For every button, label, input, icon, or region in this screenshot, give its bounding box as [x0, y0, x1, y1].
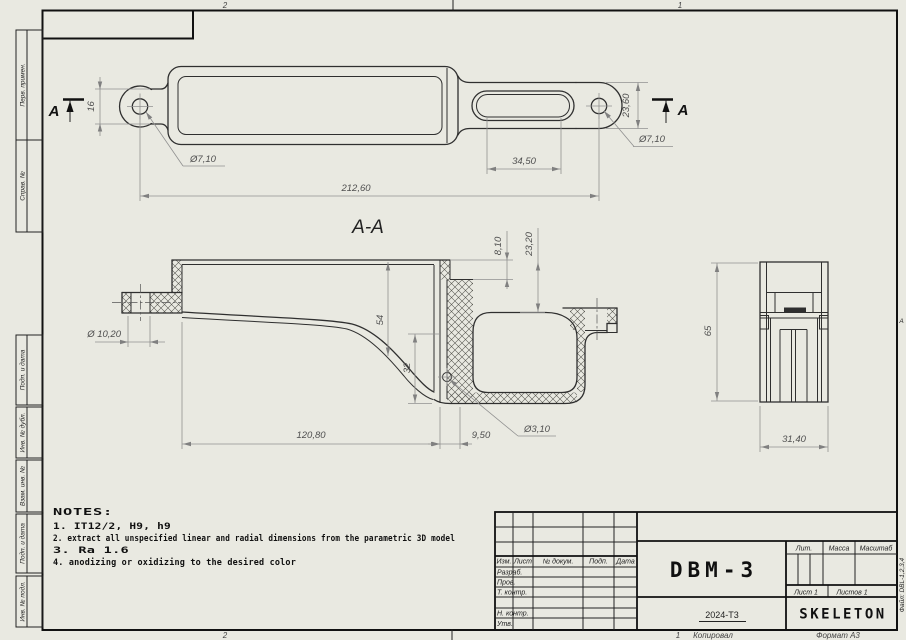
- margin-box-podp-data-1: Подп. и дата: [15, 334, 44, 406]
- dim-hole-left: Ø7,10: [189, 154, 217, 165]
- dim-boss-hole: Ø 10,20: [86, 329, 122, 340]
- dim-step-810: 8,10: [493, 236, 504, 255]
- section-letter-left: A: [48, 103, 60, 120]
- dim-length-212: 212,60: [340, 183, 371, 194]
- section-view: A-A: [112, 217, 618, 405]
- title-block: Изм. Лист № докум. Подп. Дата Разраб. Пр…: [494, 511, 898, 631]
- margin-label: Взам. инв. №: [20, 466, 27, 506]
- dim-strip-16: 16: [86, 101, 97, 112]
- section-mark-left: A: [48, 98, 84, 122]
- top-view: [118, 65, 623, 146]
- zone-bottom-right: 1: [676, 631, 680, 640]
- top-view-dimensions: 16 212,60 34,50 23,60 Ø7,10 Ø7,10: [48, 77, 689, 201]
- tb-row-tkontr: Т. контр.: [497, 590, 527, 597]
- zone-bottom-left: 2: [222, 631, 228, 640]
- tb-lit: Лит.: [795, 546, 812, 553]
- section-letter-right: A: [677, 102, 689, 119]
- margin-label: Подп. и дата: [19, 523, 27, 564]
- dim-height-2360: 23,60: [621, 93, 632, 118]
- tb-col-podp: Подп.: [589, 558, 608, 566]
- margin-box-sprav-no: Справ. №: [15, 139, 44, 233]
- section-mark-right: A: [652, 98, 689, 123]
- margin-box-inv-podl: Инв. № подл.: [15, 575, 44, 628]
- tb-col-izm: Изм.: [497, 559, 512, 566]
- margin-label: Справ. №: [20, 171, 27, 201]
- tb-sheet: Лист 1: [793, 590, 818, 597]
- notes-item-3: 3. Ra 1.6: [53, 546, 129, 556]
- dim-side-65: 65: [703, 325, 714, 336]
- footer-format: Формат А3: [816, 631, 860, 640]
- sheet-frame: 2 1 2 1 A Копировал Формат А3: [41, 0, 904, 640]
- side-view-dimensions: 65 31,40: [703, 262, 829, 452]
- file-note-label: Файл: DBL-1,2,3,4: [898, 557, 906, 612]
- section-title: A-A: [351, 217, 384, 238]
- section-dimensions: Ø 10,20 120,80 9,50 Ø3,10 32 54: [86, 228, 556, 449]
- notes-title: NOTES:: [53, 507, 113, 518]
- dim-wall-950: 9,50: [472, 430, 491, 441]
- notes-item-2: 2. extract all unspecified linear and ra…: [53, 533, 455, 544]
- margin-box-perv-primen: Перв. примен.: [15, 29, 44, 141]
- dim-small-hole: Ø3,10: [523, 424, 551, 435]
- tb-row-nkontr: Н. контр.: [497, 611, 529, 618]
- dim-web-12080: 120,80: [296, 430, 326, 441]
- hole-crosshairs: [127, 93, 612, 120]
- dim-h54: 54: [375, 315, 386, 326]
- dim-pocket-2320: 23,20: [524, 231, 535, 256]
- tb-doc-code: 2024-T3: [705, 610, 739, 620]
- zone-top-left: 2: [222, 1, 228, 10]
- tb-col-data: Дата: [615, 559, 635, 566]
- margin-box-inv-dubl: Инв. № дубл.: [15, 406, 44, 459]
- tb-row-utv: Утв.: [496, 621, 513, 628]
- notes-item-4: 4. anodizing or oxidizing to the desired…: [53, 557, 296, 568]
- zone-top-right: 1: [678, 1, 682, 10]
- frame-row-letter: A: [898, 318, 903, 325]
- tb-mass: Масса: [829, 546, 850, 553]
- tb-col-docum: № докум.: [543, 558, 574, 566]
- side-view: [759, 261, 829, 403]
- margin-box-podp-data-2: Подп. и дата: [15, 513, 44, 574]
- left-margin-boxes: Перв. примен. Справ. № Подп. и дата Инв.…: [15, 29, 906, 628]
- footer-copied: Копировал: [693, 631, 733, 640]
- margin-label: Подп. и дата: [19, 349, 27, 390]
- dim-slot-3450: 34,50: [512, 156, 536, 167]
- dim-side-3140: 31,40: [782, 434, 806, 445]
- notes-item-1: 1. IT12/2, H9, h9: [53, 522, 171, 532]
- tb-sheets: Листов 1: [835, 590, 867, 597]
- margin-box-vzam-inv: Взам. инв. №: [15, 459, 44, 513]
- dim-hole-right: Ø7,10: [638, 134, 666, 145]
- tb-scale: Масштаб: [860, 545, 894, 553]
- tb-company-logo: SKELETON: [799, 607, 886, 623]
- notes-block: NOTES: 1. IT12/2, H9, h9 2. extract all …: [53, 507, 455, 568]
- tb-part-number: DBM-3: [670, 558, 758, 582]
- margin-label: Перв. примен.: [20, 63, 27, 106]
- tb-col-list: Лист: [513, 559, 532, 566]
- margin-label: Инв. № подл.: [19, 581, 27, 622]
- dim-h32: 32: [402, 362, 413, 373]
- tb-row-prov: Пров.: [497, 580, 516, 587]
- margin-label: Инв. № дубл.: [19, 412, 27, 452]
- tb-row-razrab: Разраб.: [497, 569, 522, 577]
